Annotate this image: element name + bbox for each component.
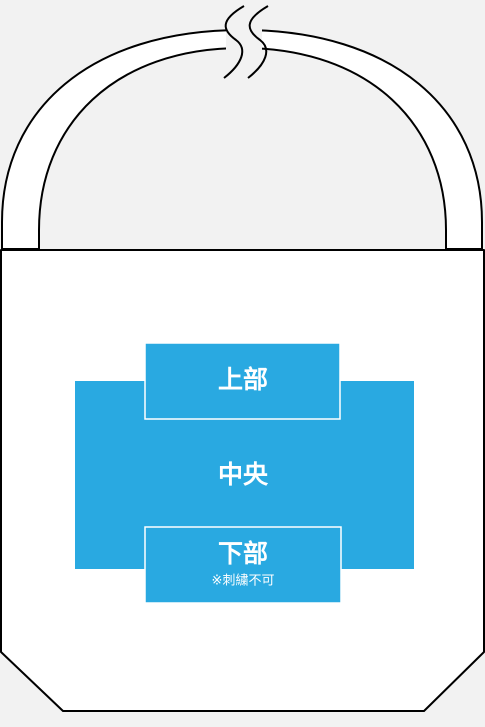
zone-top-label: 上部 [218,365,268,394]
zone-bottom-label: 下部 [218,539,268,568]
zone-center-label: 中央 [218,460,269,489]
zone-top-area [144,342,341,420]
zone-bottom-note: ※刺繍不可 [212,574,275,589]
bag-handle [1,29,483,250]
strap-break-mark-right [247,5,269,79]
strap-break-gap [226,22,262,56]
strap-break-mark-left [223,5,245,79]
zone-bottom-area [144,526,342,604]
